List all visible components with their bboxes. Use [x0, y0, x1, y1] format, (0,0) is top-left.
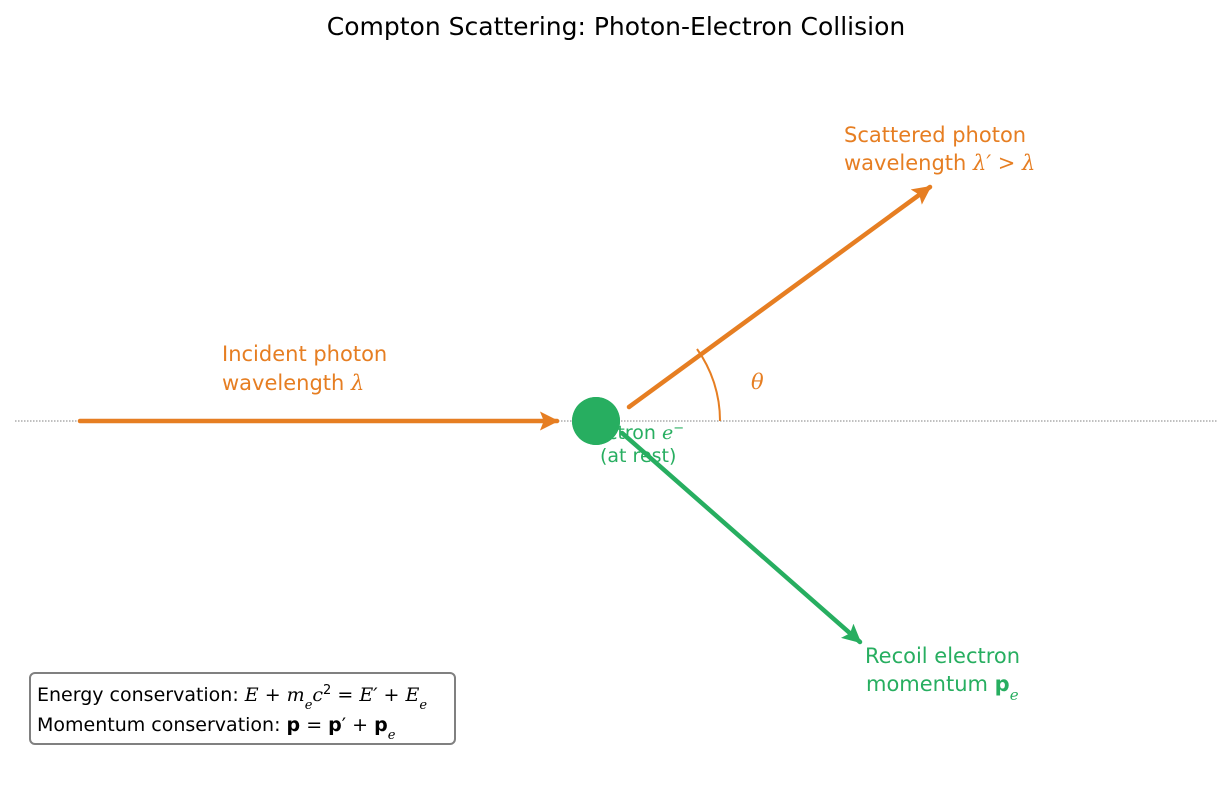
- electron-state-label: (at rest): [600, 445, 676, 467]
- electron-dot-overlay: [572, 397, 620, 445]
- incident-wavelength-label: wavelength λ: [222, 371, 364, 395]
- scattered-wavelength-label: wavelength λ′ > λ: [844, 151, 1035, 175]
- recoil-electron-label: Recoil electron: [865, 644, 1020, 668]
- scattered-photon-label: Scattered photon: [844, 123, 1026, 147]
- energy-conservation-text: Energy conservation: E + mec2 = E′ + Ee: [37, 683, 427, 713]
- scattered-photon-arrow: [626, 184, 933, 410]
- page-title: Compton Scattering: Photon-Electron Coll…: [327, 12, 905, 41]
- recoil-momentum-label: momentum pe: [866, 672, 1019, 704]
- incident-photon-label: Incident photon: [222, 342, 387, 366]
- theta-label: θ: [751, 370, 764, 394]
- recoil-electron-arrow: [619, 430, 863, 645]
- conservation-box: [29, 672, 456, 745]
- momentum-conservation-text: Momentum conservation: p = p′ + pe: [37, 714, 396, 743]
- scattering-angle-arc: [696, 348, 722, 422]
